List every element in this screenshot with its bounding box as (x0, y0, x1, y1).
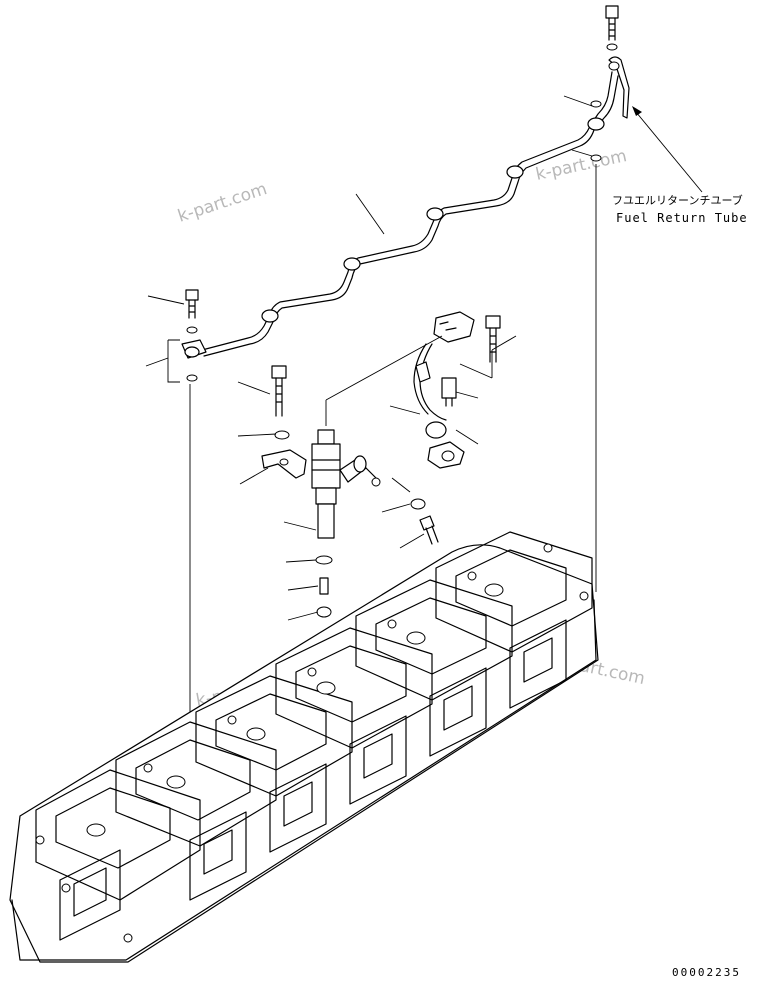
drawing-number: 00002235 (672, 966, 741, 979)
callout-arrowhead (632, 106, 642, 116)
callout-label-en: Fuel Return Tube (616, 211, 748, 225)
washer-left-lower (186, 374, 198, 382)
watermark: k-part.com (175, 179, 269, 227)
injector-gasket (316, 606, 332, 618)
injector-washer (274, 430, 290, 440)
sensor-washer (410, 498, 426, 510)
harness-bolt (485, 315, 501, 363)
return-bracket (608, 56, 630, 119)
cylinder-head-block (9, 531, 599, 963)
injector-sleeve (319, 577, 329, 595)
fuel-return-tube (181, 5, 630, 359)
washer-top-right (606, 43, 618, 51)
washer-right-lower (590, 154, 602, 162)
bolt-left (185, 289, 199, 319)
callout-leader (635, 111, 703, 193)
washer-left-upper (186, 326, 198, 334)
sensor-harness (413, 311, 475, 469)
washer-right (590, 100, 602, 108)
fuel-injector (311, 429, 381, 539)
bolt-top-right (605, 5, 619, 41)
injector-o-ring (315, 555, 333, 565)
sensor-bolt (419, 515, 439, 545)
injector-bolt (271, 365, 287, 417)
callout-label-jp: フユエルリターンチユーブ (612, 193, 743, 207)
